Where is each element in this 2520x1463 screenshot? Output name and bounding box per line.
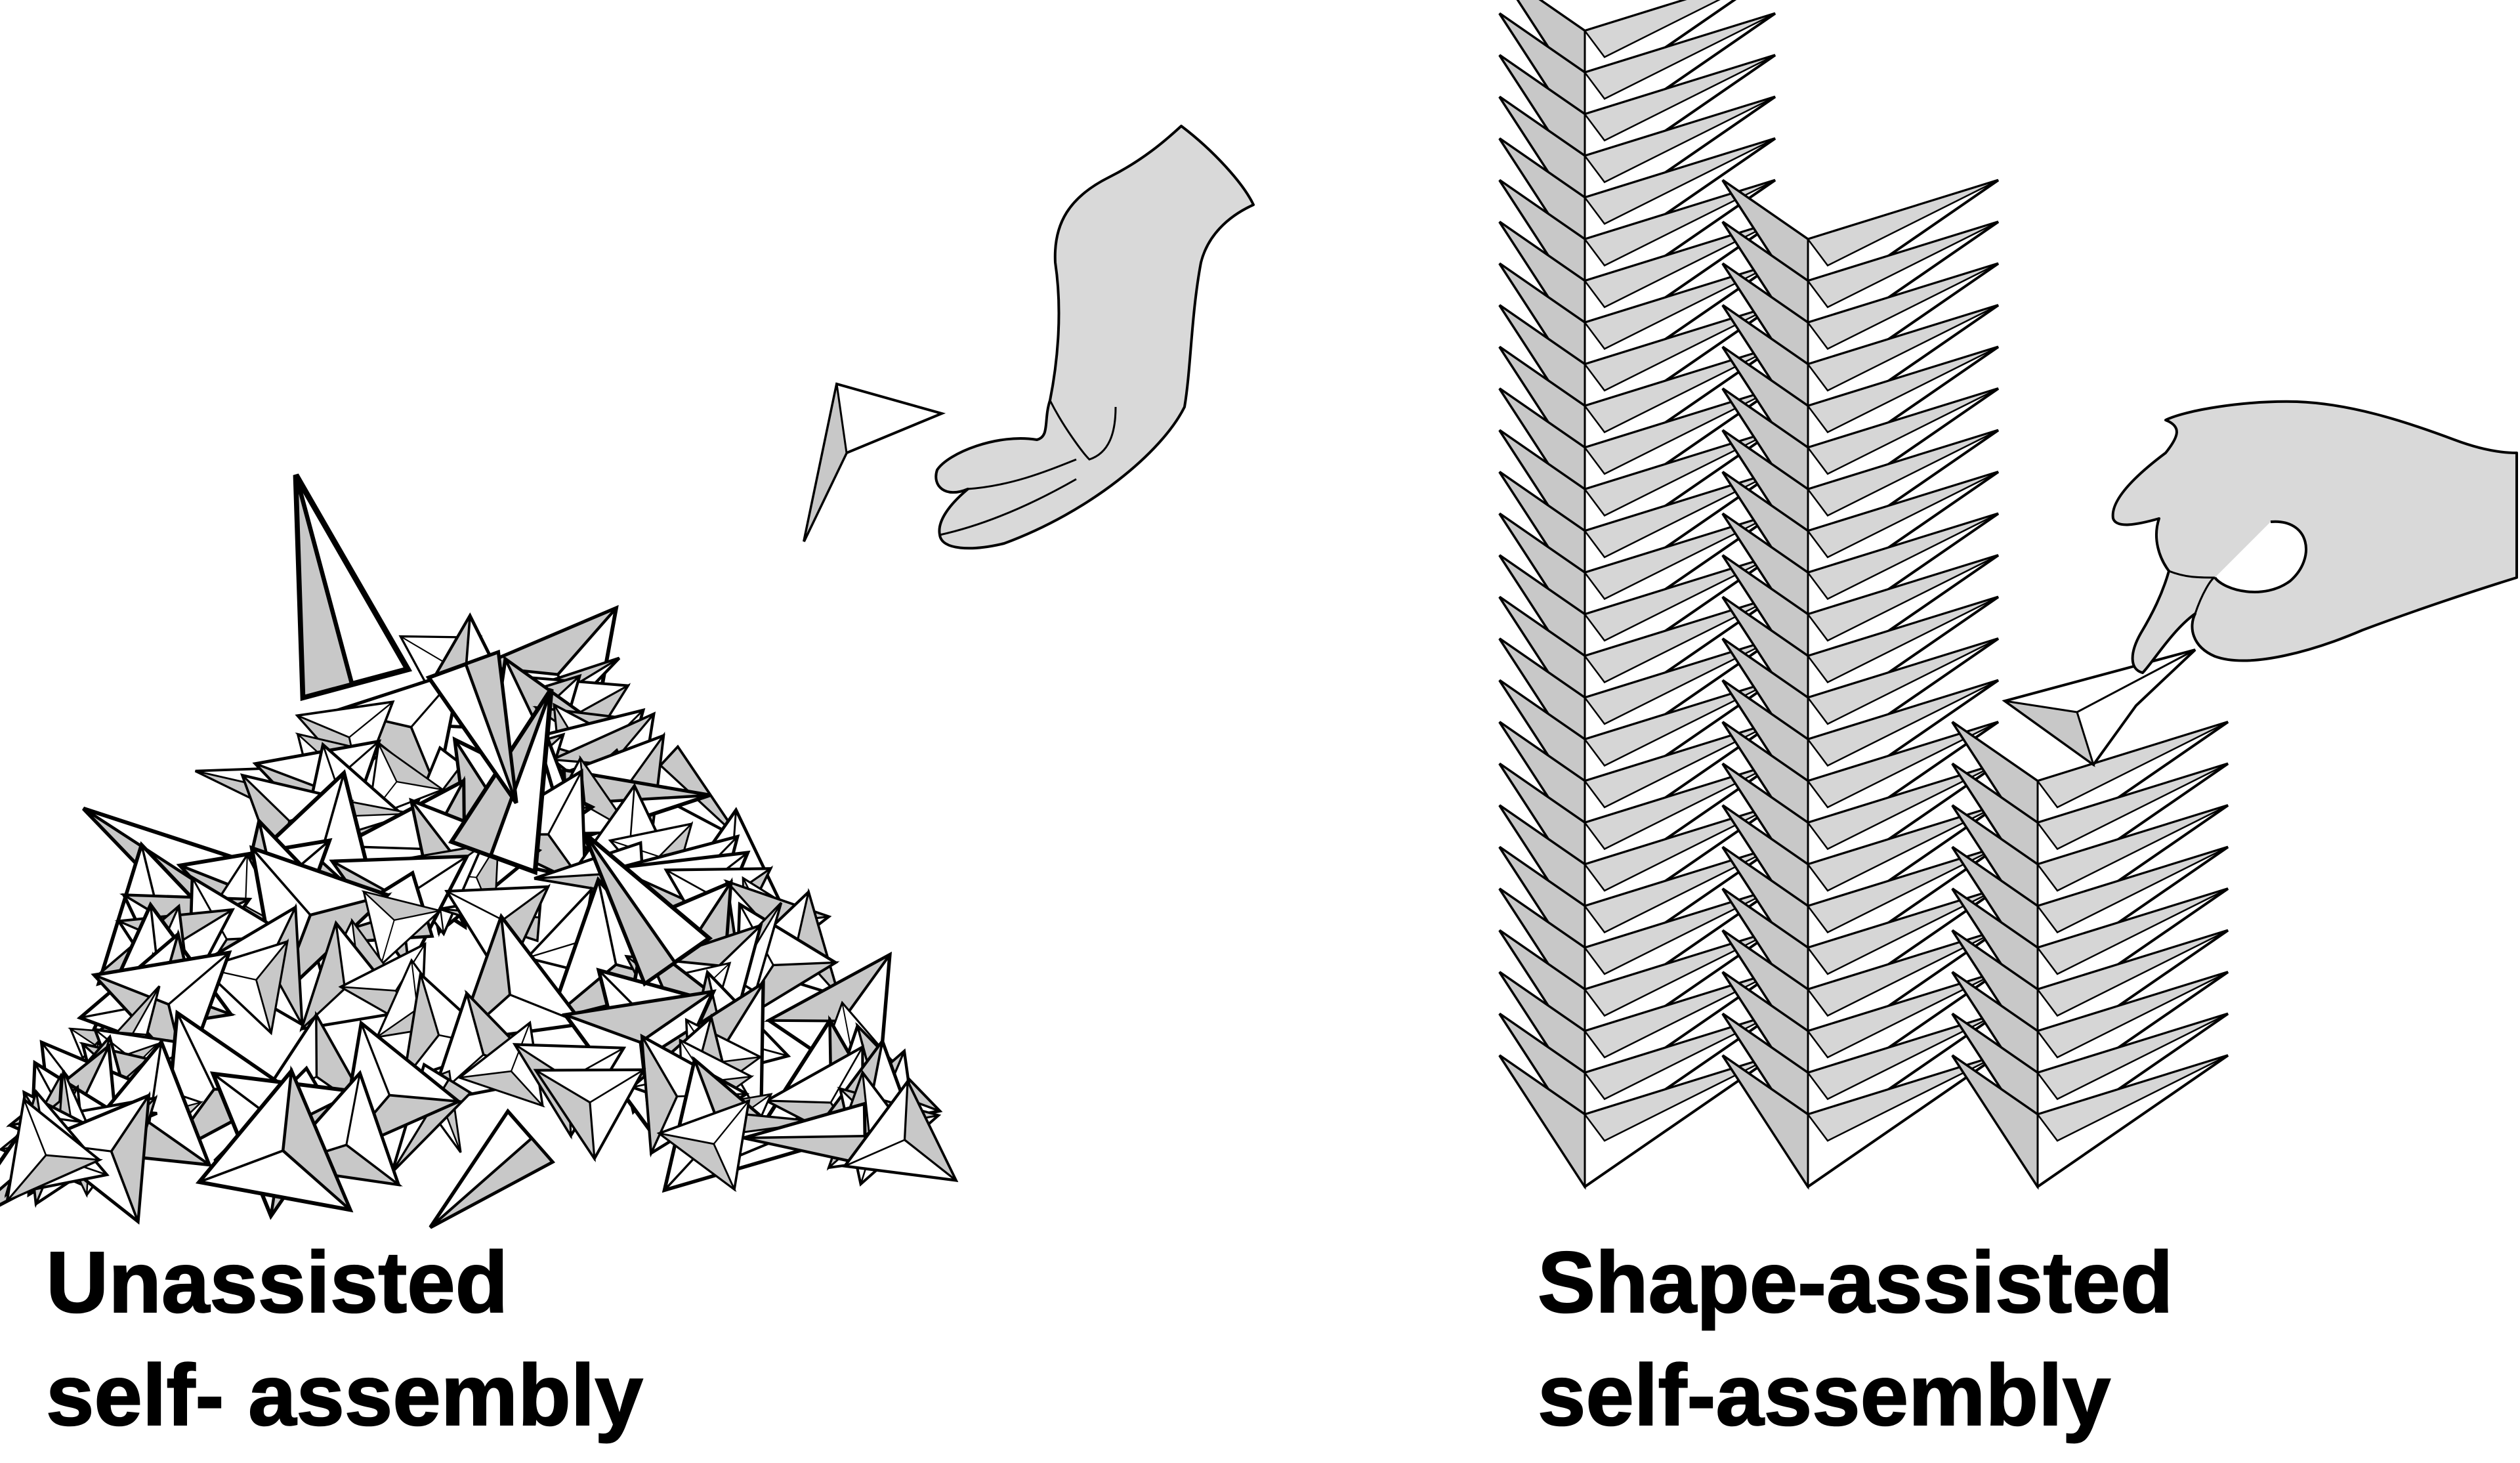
caption-shape-assisted: Shape-assisted self-assembly xyxy=(1538,1226,2173,1452)
stack-column-1 xyxy=(1500,0,1775,1187)
caption-shape-assisted-line2: self-assembly xyxy=(1538,1339,2173,1452)
hand-dropping-icon xyxy=(936,126,1253,548)
caption-unassisted-line2: self- assembly xyxy=(46,1339,643,1452)
caption-unassisted: Unassisted self- assembly xyxy=(46,1226,643,1452)
hand-placing-icon xyxy=(2113,402,2517,673)
pile-spike xyxy=(247,460,408,697)
random-pile xyxy=(0,460,959,1254)
falling-unit xyxy=(804,384,942,541)
caption-unassisted-line1: Unassisted xyxy=(46,1226,643,1339)
stack-column-2 xyxy=(1723,180,1998,1187)
caption-shape-assisted-line1: Shape-assisted xyxy=(1538,1226,2173,1339)
stack-column-3 xyxy=(1952,722,2228,1187)
